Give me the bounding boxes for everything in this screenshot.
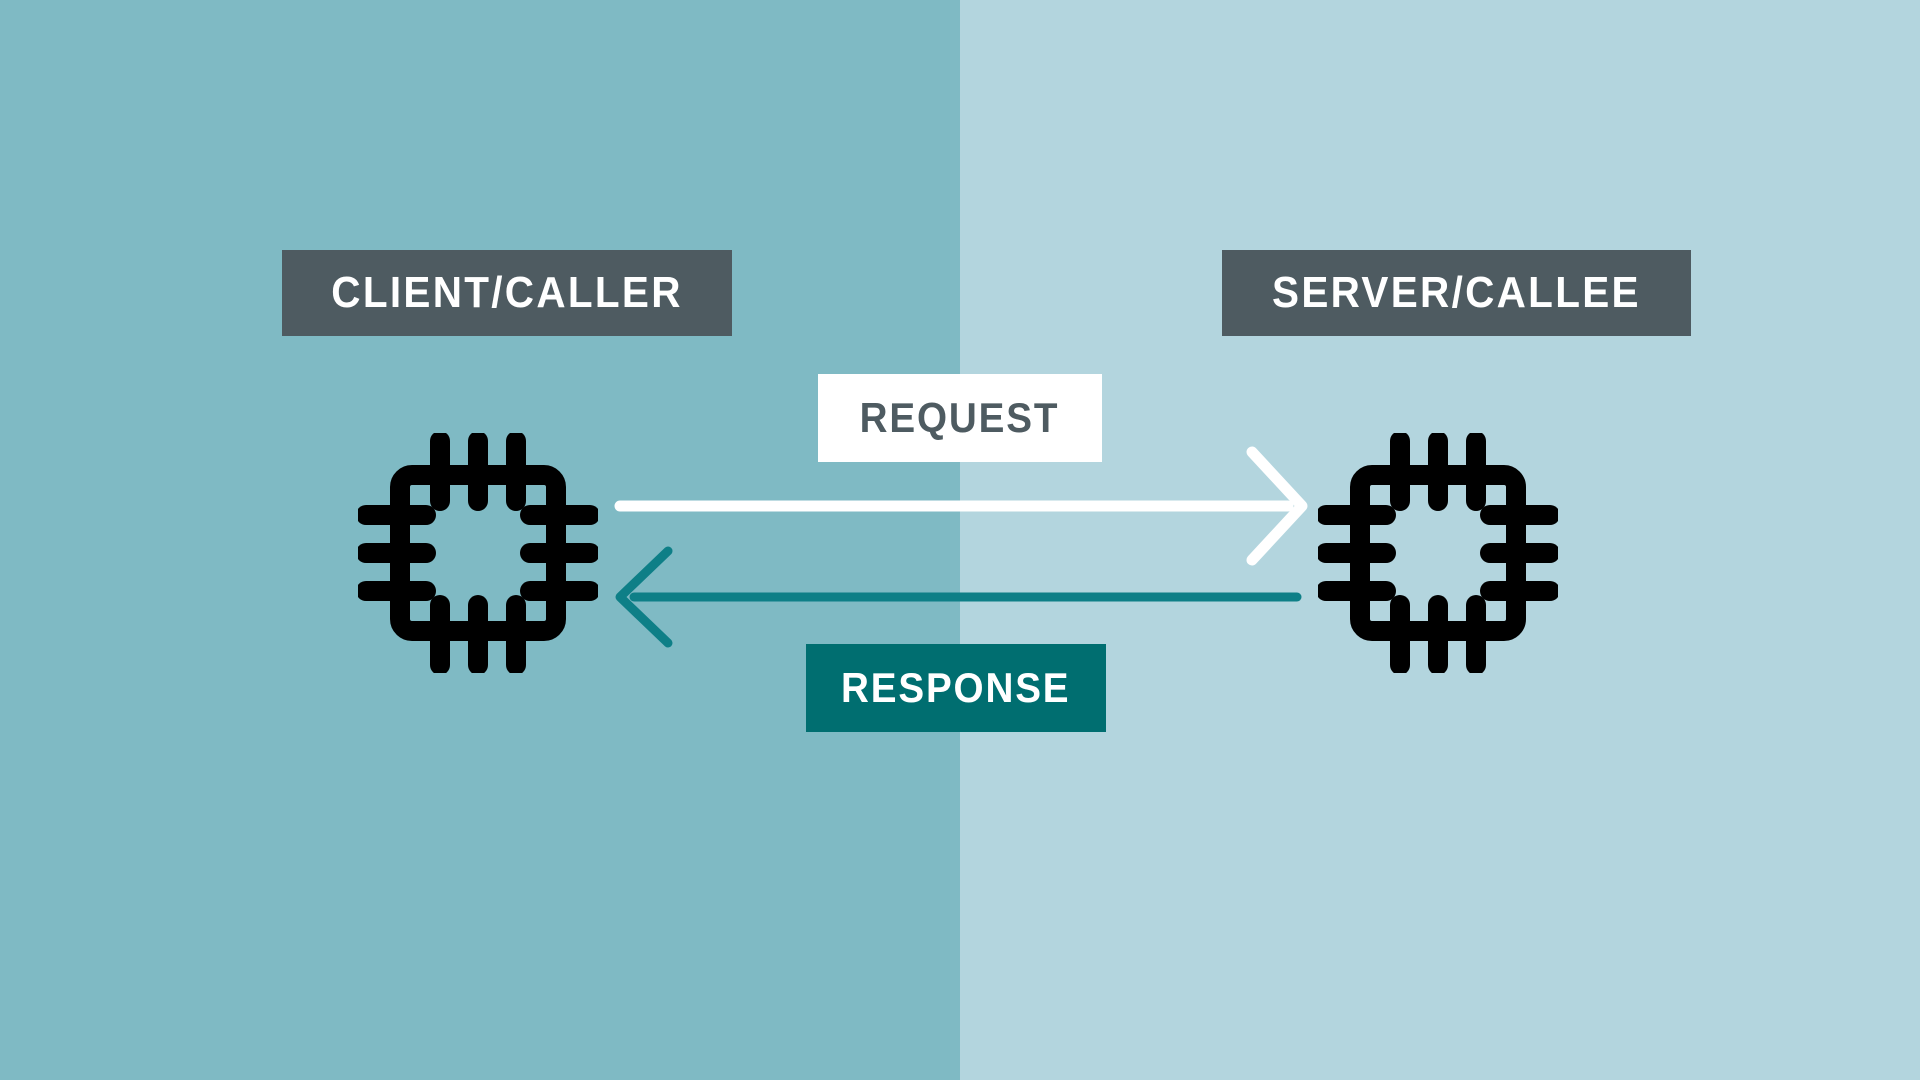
cpu-chip-icon-server (1318, 433, 1558, 673)
actor-label-client: CLIENT/CALLER (282, 250, 733, 336)
actor-label-server-text: SERVER/CALLEE (1272, 268, 1641, 317)
message-label-request: REQUEST (818, 374, 1102, 462)
cpu-chip-icon (1318, 433, 1558, 673)
message-label-response: RESPONSE (806, 644, 1106, 732)
actor-label-server: SERVER/CALLEE (1222, 250, 1691, 336)
message-label-response-text: RESPONSE (841, 664, 1071, 711)
background-right-panel (960, 0, 1920, 1080)
actor-label-client-text: CLIENT/CALLER (331, 268, 683, 317)
message-label-request-text: REQUEST (860, 394, 1060, 441)
background-left-panel (0, 0, 960, 1080)
cpu-chip-icon-client (358, 433, 598, 673)
cpu-chip-icon (358, 433, 598, 673)
